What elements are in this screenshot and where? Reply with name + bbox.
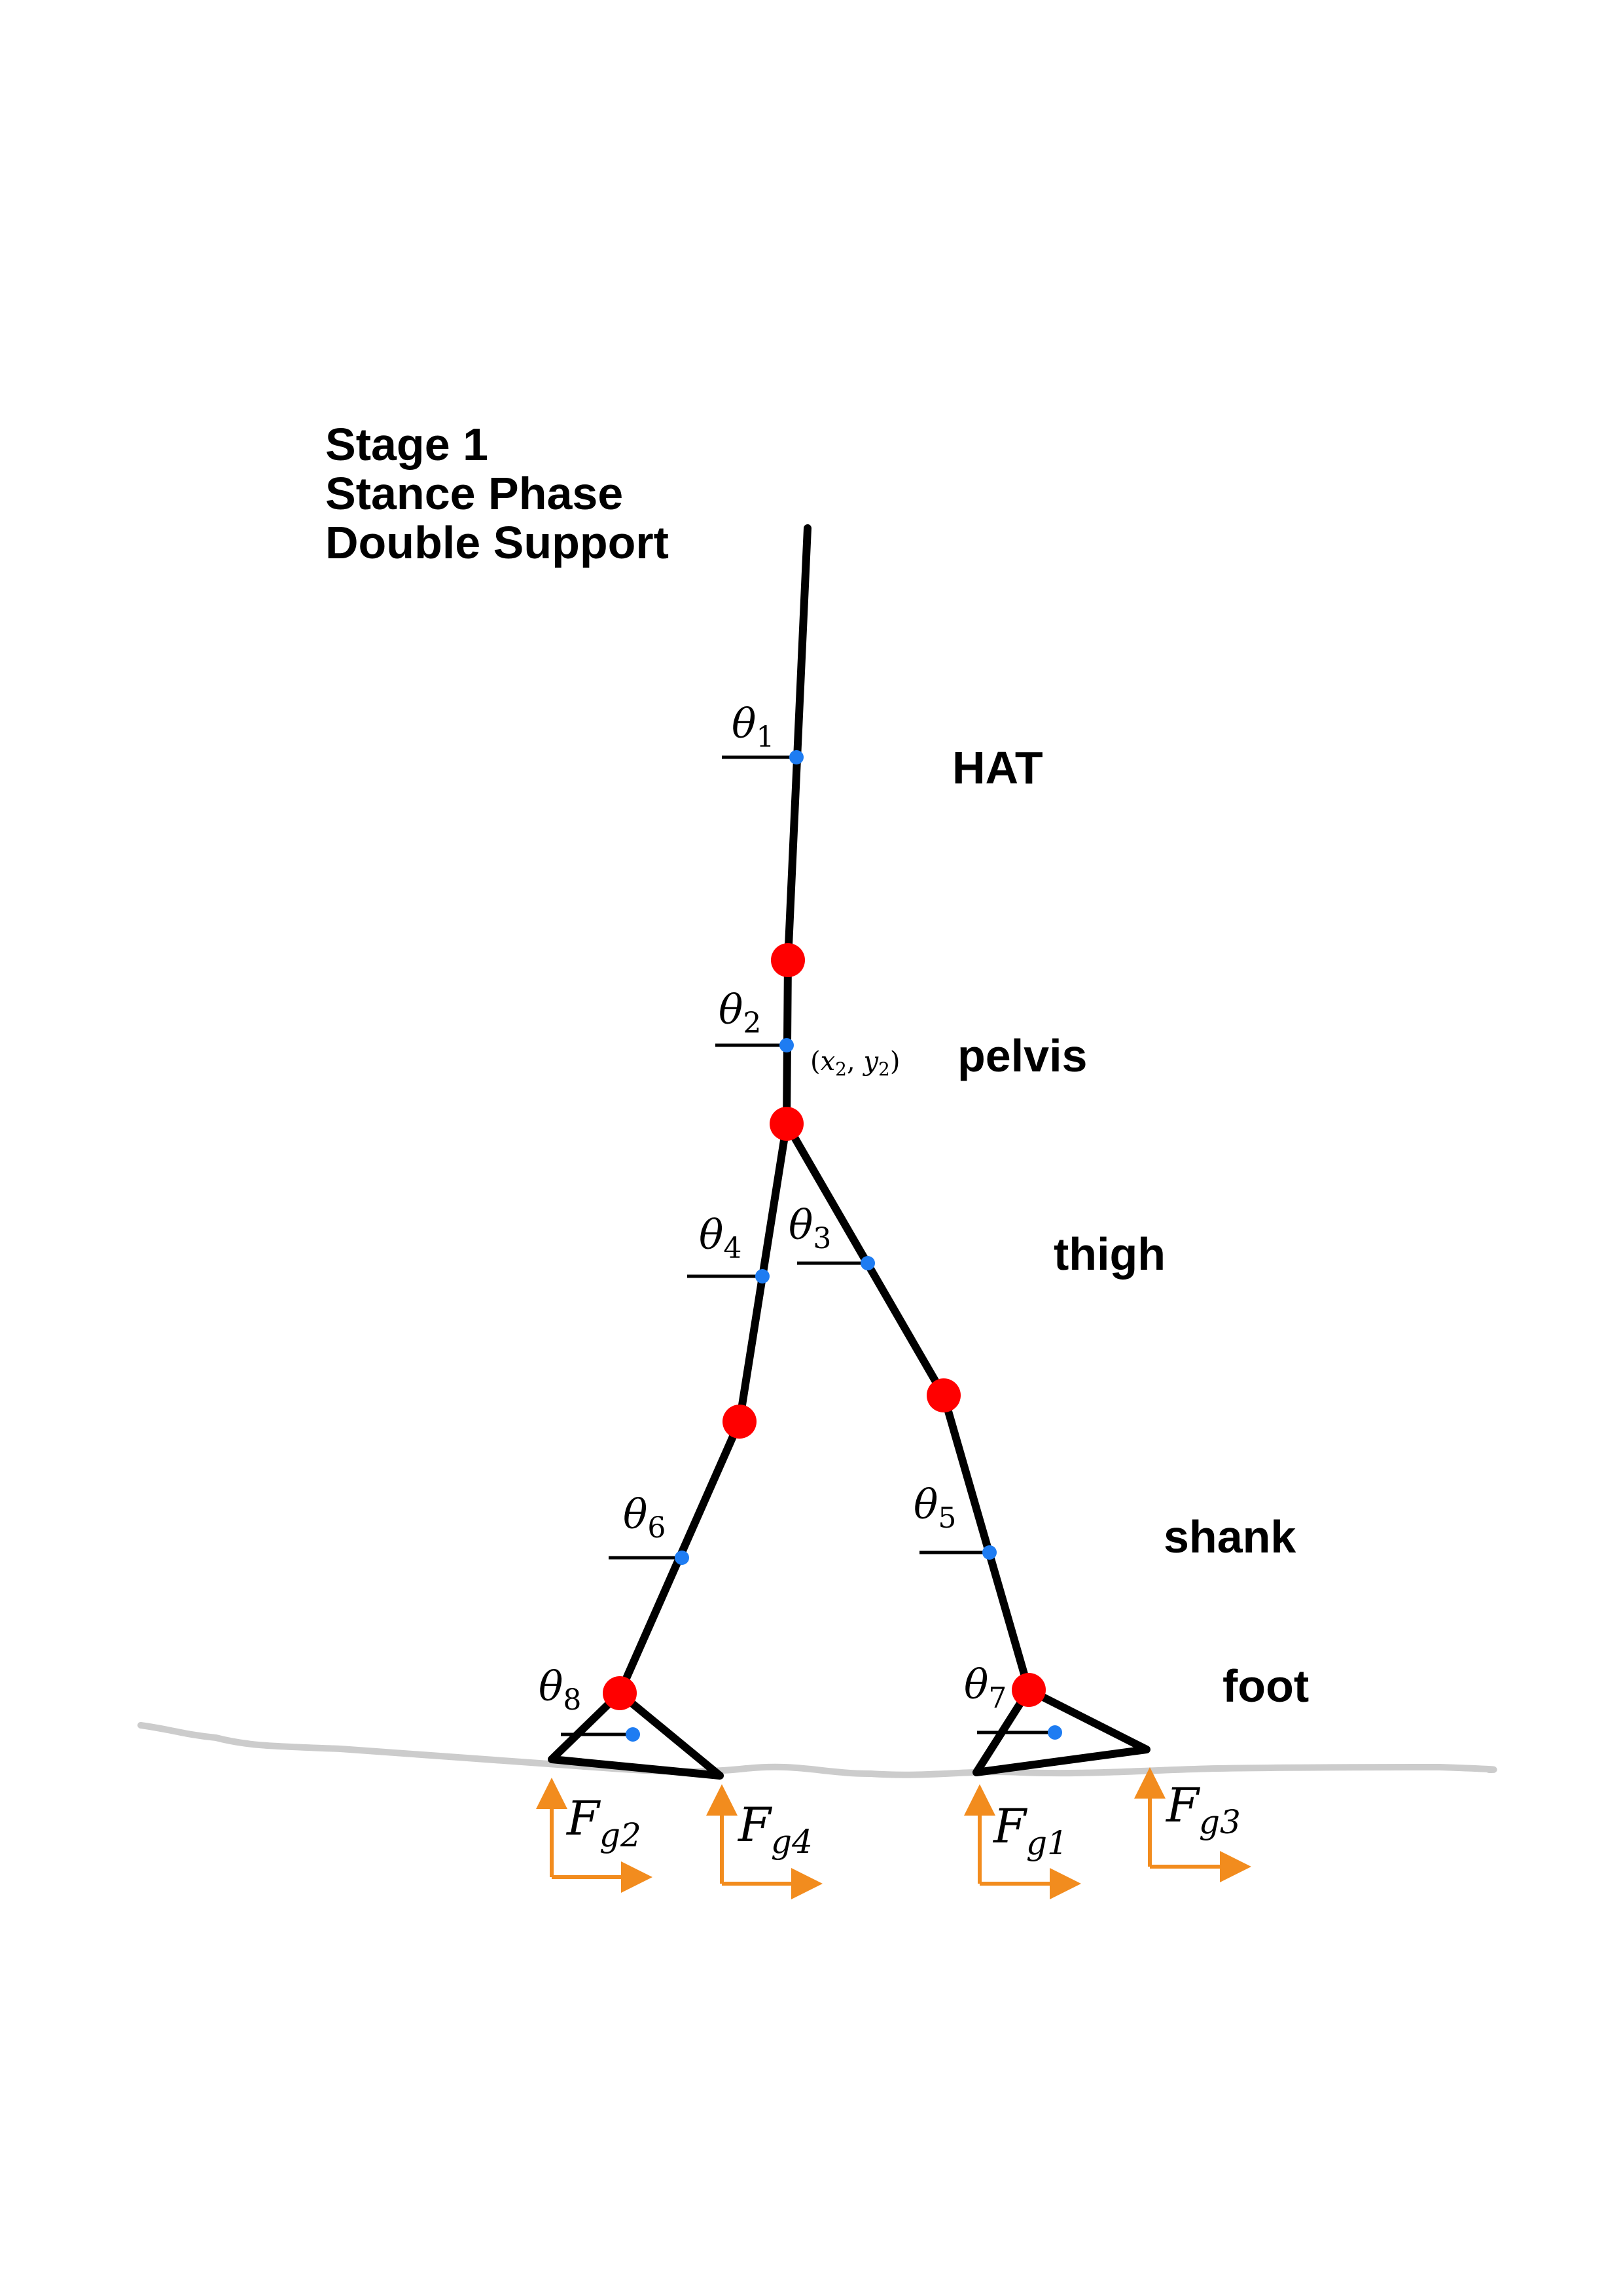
- force-fg1-arrows: [964, 1784, 1081, 1899]
- right-shank-segment: [940, 1391, 1033, 1694]
- com-left-shank: [675, 1551, 689, 1565]
- force-fg3-label: Fg3: [1165, 1778, 1241, 1841]
- angle-labels: θ1 θ2 θ3 θ4 θ5 θ6 θ7 θ8: [539, 700, 1007, 1717]
- com-left-thigh: [755, 1269, 770, 1283]
- joint-right-ankle: [1012, 1673, 1046, 1707]
- centers-of-mass: [626, 750, 1062, 1742]
- force-labels: Fg2 Fg4 Fg1 Fg3: [565, 1778, 1241, 1862]
- force-fg4-label: Fg4: [737, 1797, 813, 1861]
- theta4-label: θ4: [699, 1211, 741, 1265]
- theta8-label: θ8: [539, 1662, 581, 1717]
- theta1-label: θ1: [732, 700, 774, 754]
- force-fg2-label: Fg2: [565, 1791, 641, 1854]
- com-right-shank: [982, 1545, 997, 1560]
- theta3-label: θ3: [789, 1201, 831, 1255]
- theta5-label: θ5: [914, 1480, 956, 1535]
- com-left-foot: [626, 1727, 640, 1742]
- joint-right-knee: [927, 1378, 961, 1412]
- joint-lumbar: [771, 943, 805, 977]
- title-phase: Stance Phase: [325, 468, 623, 519]
- ground-reaction-forces: [536, 1767, 1251, 1899]
- force-fg1-label: Fg1: [992, 1799, 1068, 1862]
- angle-reference-lines: [561, 755, 1055, 1736]
- segment-label-thigh: thigh: [1054, 1229, 1166, 1280]
- force-fg3-arrows: [1134, 1767, 1251, 1882]
- joint-left-ankle: [603, 1676, 637, 1710]
- hat-segment: [784, 524, 812, 964]
- com-hat: [789, 750, 804, 764]
- segments: [548, 524, 1150, 1780]
- joint-hip: [770, 1107, 804, 1141]
- segment-label-pelvis: pelvis: [957, 1030, 1087, 1081]
- theta2-label: θ2: [719, 986, 761, 1040]
- force-fg4-arrows: [706, 1784, 823, 1899]
- title-support: Double Support: [325, 517, 669, 568]
- joint-left-knee: [722, 1405, 757, 1439]
- pelvis-coordinate-label: (x2, y2): [810, 1047, 900, 1080]
- theta7-label: θ7: [964, 1660, 1007, 1715]
- left-foot-segment: [548, 1689, 724, 1780]
- com-right-thigh: [861, 1256, 875, 1270]
- com-right-foot: [1048, 1725, 1062, 1740]
- segment-label-hat: HAT: [952, 742, 1043, 793]
- joints: [603, 943, 1046, 1710]
- ground-line: [137, 1722, 1497, 1778]
- title-stage: Stage 1: [325, 419, 488, 470]
- force-fg2-arrows: [536, 1778, 652, 1893]
- theta6-label: θ6: [623, 1490, 666, 1545]
- com-pelvis: [779, 1038, 794, 1052]
- segment-label-shank: shank: [1164, 1511, 1296, 1562]
- segment-label-foot: foot: [1222, 1660, 1309, 1712]
